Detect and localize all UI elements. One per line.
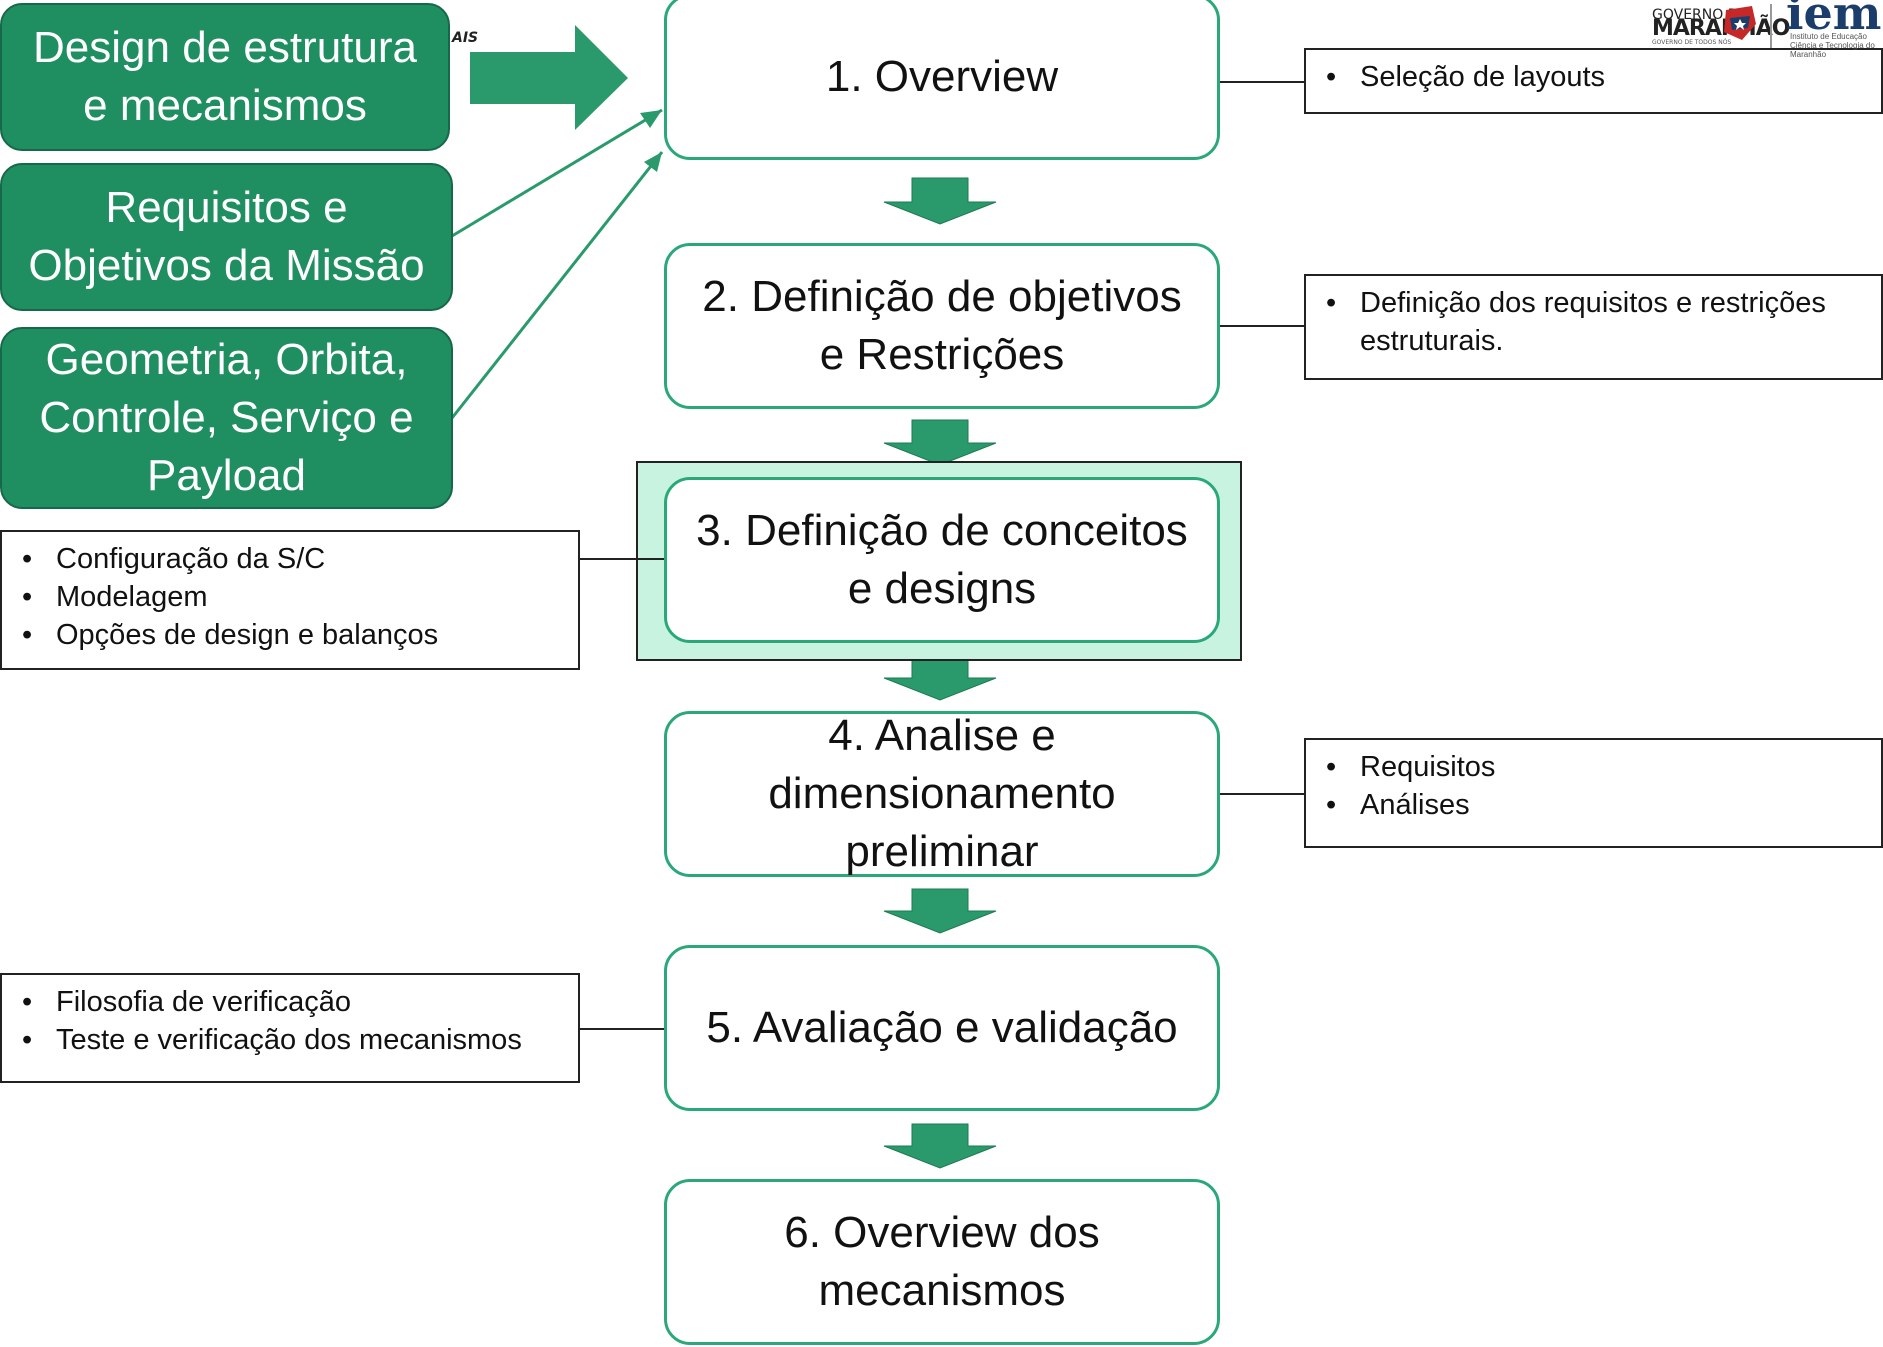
step-2-objetivos: 2. Definição de objetivos e Restrições xyxy=(664,243,1220,409)
down-arrow-1-2 xyxy=(883,177,997,225)
maranhao-flag-icon xyxy=(1724,6,1756,40)
input-box-design: Design de estrutura e mecanismos xyxy=(0,3,450,151)
step-4-analise: 4. Analise e dimensionamento preliminar xyxy=(664,711,1220,877)
down-arrow-3-4 xyxy=(883,654,997,701)
note-step1: Seleção de layouts xyxy=(1304,48,1883,114)
note-step3-item: Modelagem xyxy=(12,578,568,616)
step-1-overview: 1. Overview xyxy=(664,0,1220,160)
note-step3-item: Configuração da S/C xyxy=(12,540,568,578)
input-box-geometria: Geometria, Orbita, Controle, Serviço e P… xyxy=(0,327,453,509)
connector-step3-note xyxy=(580,558,664,560)
connector-step1-note xyxy=(1220,81,1304,83)
input-arrow-requisitos xyxy=(451,108,663,238)
input-arrow-geometria xyxy=(450,151,664,419)
note-step5: Filosofia de verificação Teste e verific… xyxy=(0,973,580,1083)
iema-logo: iema xyxy=(1786,0,1883,40)
input-arrow-design xyxy=(470,25,628,130)
down-arrow-2-3 xyxy=(883,419,997,466)
down-arrow-4-5 xyxy=(883,888,997,934)
note-step4-item: Requisitos xyxy=(1316,748,1871,786)
note-step4: Requisitos Análises xyxy=(1304,738,1883,848)
step-3-conceitos: 3. Definição de conceitos e designs xyxy=(664,477,1220,643)
note-step2: Definição dos requisitos e restrições es… xyxy=(1304,274,1883,380)
note-step3-item: Opções de design e balanços xyxy=(12,616,568,654)
governo-maranhao-logo: GOVERNO DO MARANHÃO GOVERNO DE TODOS NÓS xyxy=(1652,7,1790,46)
iema-subtitle: Instituto de Educação Ciência e Tecnolog… xyxy=(1790,32,1875,59)
step-5-avaliacao: 5. Avaliação e validação xyxy=(664,945,1220,1111)
corner-logo-fragment: AIS xyxy=(452,30,479,46)
logo-divider xyxy=(1770,4,1772,48)
note-step5-item: Filosofia de verificação xyxy=(12,983,568,1021)
connector-step2-note xyxy=(1220,325,1304,327)
input-box-requisitos: Requisitos e Objetivos da Missão xyxy=(0,163,453,311)
note-step5-item: Teste e verificação dos mecanismos xyxy=(12,1021,568,1059)
note-step2-item: Definição dos requisitos e restrições es… xyxy=(1316,284,1871,360)
note-step3: Configuração da S/C Modelagem Opções de … xyxy=(0,530,580,670)
note-step4-item: Análises xyxy=(1316,786,1871,824)
step-6-mecanismos: 6. Overview dos mecanismos xyxy=(664,1179,1220,1345)
note-step1-item: Seleção de layouts xyxy=(1316,58,1871,96)
connector-step4-note xyxy=(1220,793,1304,795)
down-arrow-5-6 xyxy=(883,1123,997,1169)
connector-step5-note xyxy=(580,1028,664,1030)
